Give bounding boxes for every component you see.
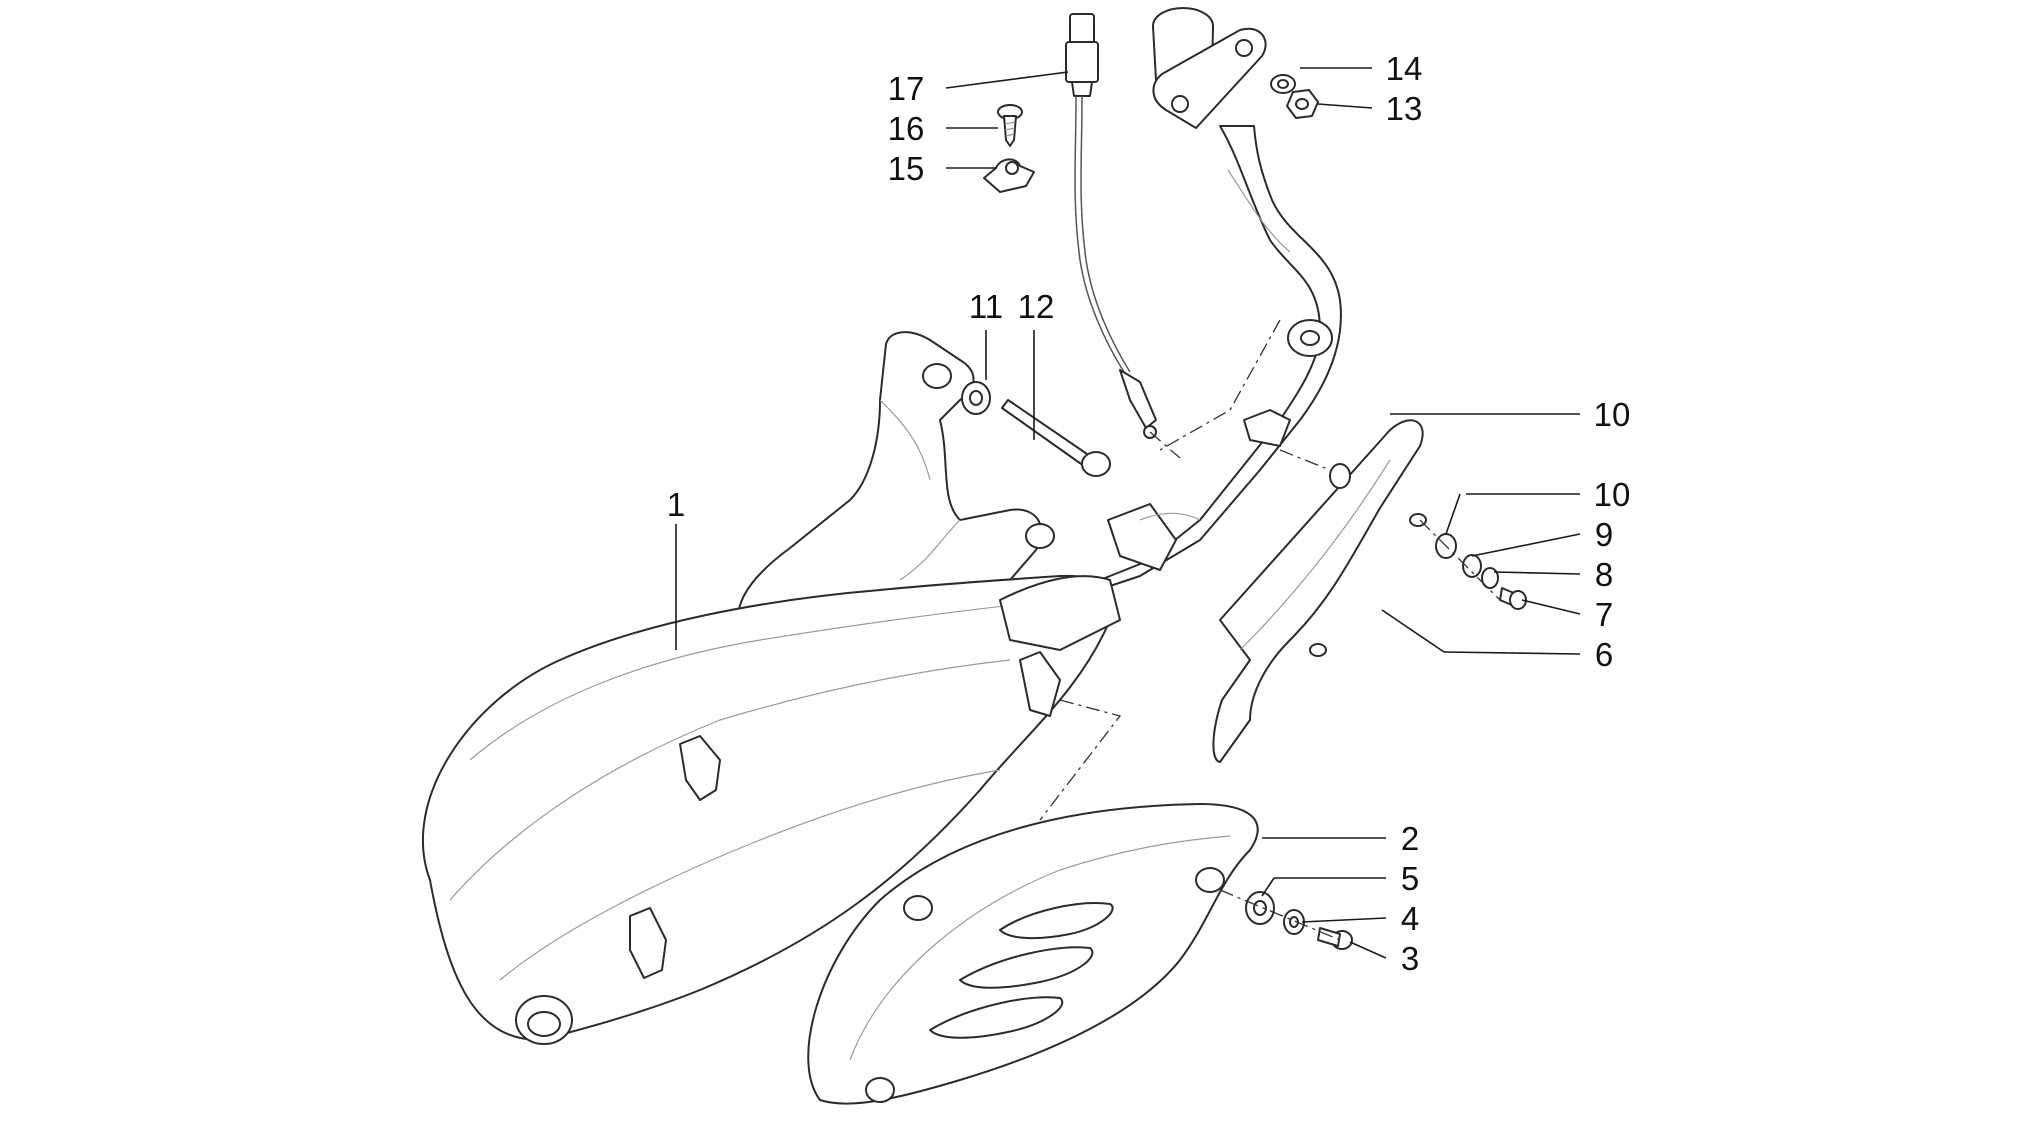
callout-5: 5 bbox=[1401, 860, 1419, 897]
callout-16: 16 bbox=[888, 110, 925, 147]
callout-6: 6 bbox=[1595, 636, 1613, 673]
callout-17: 17 bbox=[888, 70, 925, 107]
exhaust-header-pipe[interactable] bbox=[999, 7, 1342, 641]
muffler-cover[interactable] bbox=[807, 803, 1259, 1105]
callout-10-upper: 10 bbox=[1594, 396, 1631, 433]
callout-8: 8 bbox=[1595, 556, 1613, 593]
leader-lines bbox=[675, 67, 1581, 959]
callout-14: 14 bbox=[1386, 50, 1423, 87]
washer-4[interactable] bbox=[1283, 909, 1305, 935]
nut-13[interactable] bbox=[1286, 89, 1319, 119]
callout-7: 7 bbox=[1595, 596, 1613, 633]
bolt-3[interactable] bbox=[1317, 927, 1353, 950]
callout-13: 13 bbox=[1386, 90, 1423, 127]
callout-11: 11 bbox=[969, 288, 1003, 325]
bolt-7[interactable] bbox=[1499, 587, 1527, 610]
lambda-sensor[interactable] bbox=[1065, 13, 1157, 439]
callout-3: 3 bbox=[1401, 940, 1419, 977]
cable-clamp-15[interactable] bbox=[983, 158, 1035, 193]
spacer-10-upper[interactable] bbox=[1329, 463, 1351, 489]
washer-8[interactable] bbox=[1481, 567, 1499, 589]
muffler[interactable] bbox=[421, 574, 1121, 1045]
callout-9: 9 bbox=[1595, 516, 1613, 553]
callout-10-lower: 10 bbox=[1594, 476, 1631, 513]
callout-1: 1 bbox=[667, 486, 685, 523]
washer-11[interactable] bbox=[961, 381, 991, 415]
washer-14[interactable] bbox=[1270, 74, 1296, 94]
callout-15: 15 bbox=[888, 150, 925, 187]
callout-4: 4 bbox=[1401, 900, 1419, 937]
callout-12: 12 bbox=[1018, 288, 1055, 325]
bolt-12[interactable] bbox=[1001, 399, 1111, 477]
heat-shield[interactable] bbox=[1212, 419, 1427, 763]
alignment-lines bbox=[1039, 319, 1501, 941]
grommet-5[interactable] bbox=[1245, 891, 1275, 925]
callouts: 17 16 15 14 13 11 12 1 10 10 9 8 7 6 2 5… bbox=[667, 50, 1631, 977]
screw-16[interactable] bbox=[997, 104, 1023, 147]
callout-2: 2 bbox=[1401, 820, 1419, 857]
washer-9[interactable] bbox=[1462, 554, 1482, 578]
